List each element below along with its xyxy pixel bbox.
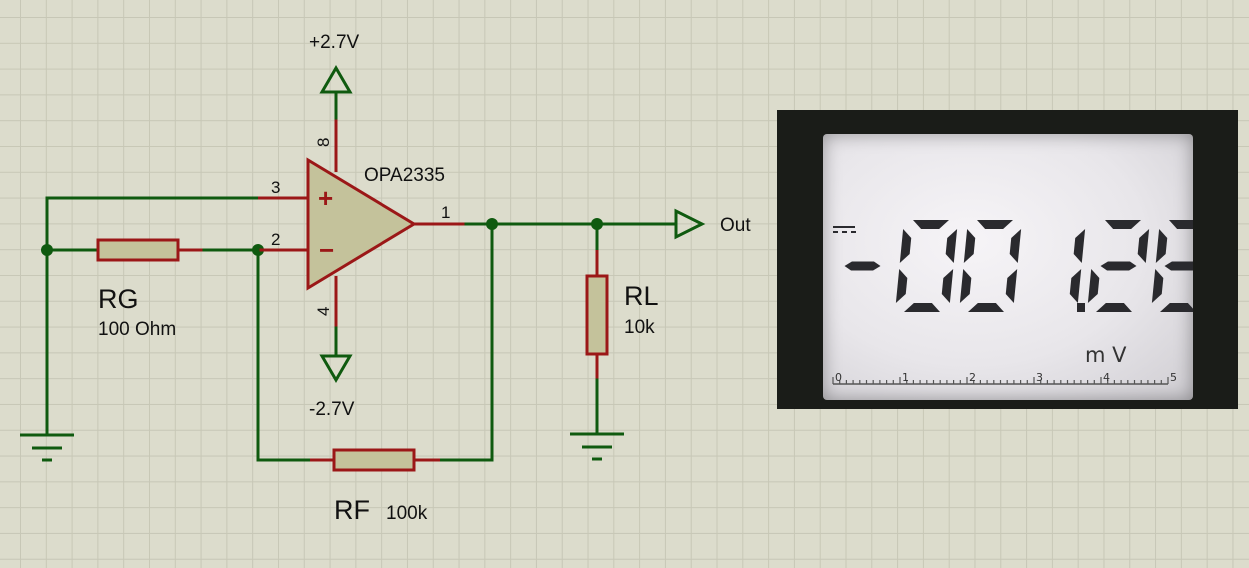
bargraph-scale: 0 1 2 3 4 5	[832, 371, 1177, 385]
lcd-digit	[844, 261, 881, 271]
rg-name-label: RG	[98, 284, 139, 314]
pin-8-label: 8	[314, 138, 333, 147]
lcd-segment	[1137, 229, 1150, 263]
lcd-digit	[895, 220, 958, 312]
wire-feedback-left	[256, 248, 312, 462]
lcd-segment	[977, 220, 1013, 229]
junction-dot-left	[41, 244, 53, 256]
lcd-segment	[959, 269, 972, 303]
lcd-segment	[968, 303, 1004, 312]
lcd-segment	[913, 220, 949, 229]
dc-indicator-icon	[833, 226, 856, 233]
bargraph-tick-label: 5	[1170, 371, 1177, 384]
opamp-minus-sign: −	[319, 235, 334, 265]
bargraph-tick-label: 3	[1036, 371, 1043, 384]
bargraph-tick-label: 1	[902, 371, 909, 384]
lcd-segment	[1096, 303, 1132, 312]
lcd-segment	[1155, 229, 1168, 263]
rl-name-label: RL	[624, 281, 659, 311]
lcd-segment	[1005, 269, 1018, 303]
pin-1-label: 1	[441, 203, 450, 222]
lcd-segment	[899, 229, 912, 263]
lcd-segment	[895, 269, 908, 303]
lcd-digit	[959, 220, 1022, 312]
meter-reading	[844, 220, 1193, 312]
decimal-point	[1077, 303, 1085, 312]
resistor-rl	[585, 274, 609, 356]
pin-4-label: 4	[314, 307, 333, 316]
lcd-segment	[1105, 220, 1141, 229]
wire-feedback	[438, 222, 494, 462]
output-terminal-arrow	[674, 208, 706, 240]
bargraph-tick-label: 0	[835, 371, 842, 384]
pin-2-label: 2	[271, 230, 280, 249]
lcd-segment	[1160, 303, 1193, 312]
resistor-rg	[96, 238, 180, 262]
resistor-rf	[332, 448, 416, 472]
lcd-digit	[1151, 220, 1193, 312]
rf-name-label: RF	[334, 495, 370, 525]
lcd-segment	[963, 229, 976, 263]
lcd-segment	[1087, 269, 1100, 303]
lcd-segment	[1100, 261, 1137, 271]
rl-value-label: 10k	[624, 317, 655, 338]
vplus-arrow-symbol	[319, 65, 353, 94]
ground-symbol-right	[570, 432, 624, 461]
opamp-name-label: OPA2335	[364, 165, 445, 186]
meter-unit-label: m V	[1085, 343, 1127, 367]
multimeter-display-photo: m V 0 1 2 3 4 5	[777, 110, 1238, 409]
ground-symbol-left	[20, 433, 74, 462]
lcd-segment	[844, 261, 881, 271]
vplus-label: +2.7V	[309, 32, 360, 53]
lcd-segment	[904, 303, 940, 312]
rg-value-label: 100 Ohm	[98, 319, 176, 340]
output-label: Out	[720, 215, 751, 236]
lcd-digit	[1087, 220, 1150, 312]
lcd-segment	[1164, 261, 1193, 271]
opamp-plus-sign: +	[318, 183, 333, 213]
pin-3-label: 3	[271, 178, 280, 197]
bargraph-tick-label: 4	[1103, 371, 1110, 384]
lcd-segment	[945, 229, 958, 263]
lcd-digit	[1069, 229, 1086, 303]
lcd-segment	[1069, 269, 1082, 303]
rf-value-label: 100k	[386, 503, 428, 524]
vminus-label: -2.7V	[309, 399, 355, 420]
opamp-triangle	[306, 157, 417, 291]
lcd-glass: m V 0 1 2 3 4 5	[823, 134, 1193, 400]
lcd-segment	[1169, 220, 1193, 229]
lcd-segment	[1151, 269, 1164, 303]
lcd-segment	[1009, 229, 1022, 263]
lcd-segment	[1073, 229, 1086, 263]
vminus-arrow-symbol	[319, 354, 353, 383]
bargraph-tick-label: 2	[969, 371, 976, 384]
lcd-segment	[941, 269, 954, 303]
